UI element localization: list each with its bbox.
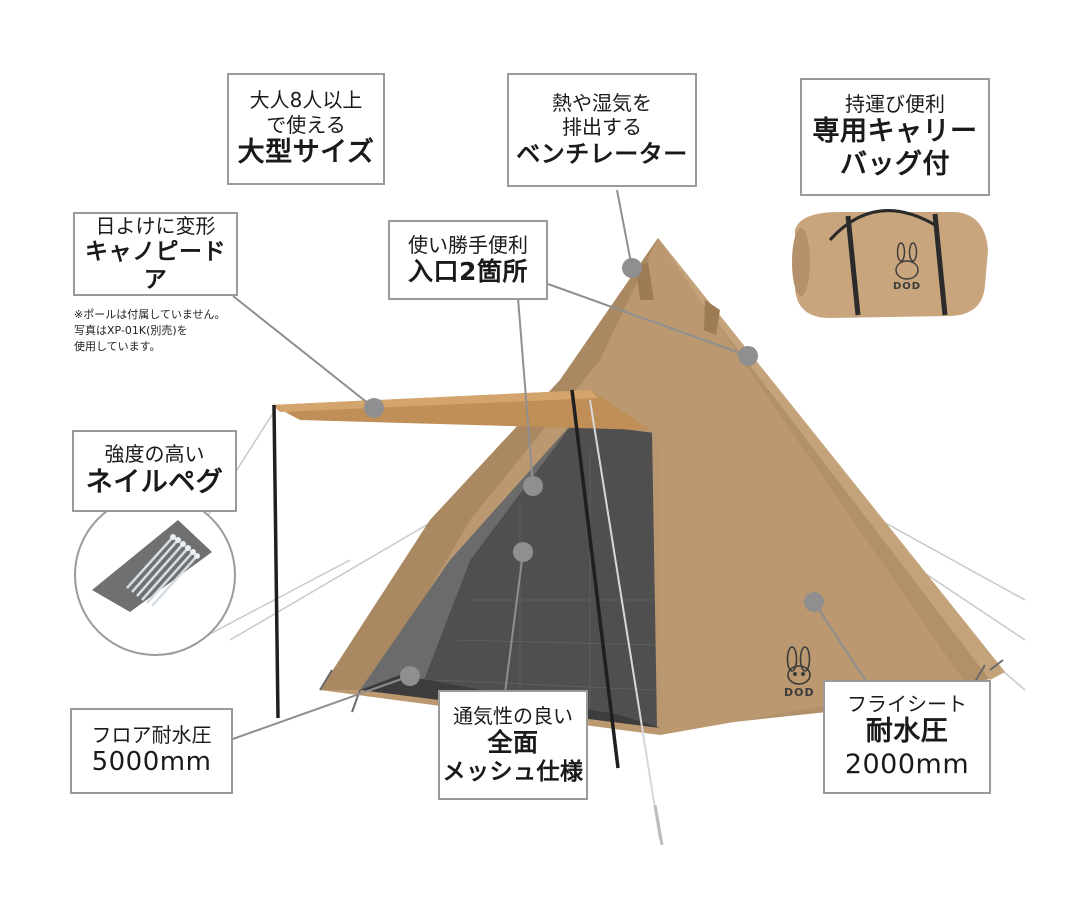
fly-line1: フライシート [847, 691, 967, 716]
canopy-line1: 日よけに変形 [95, 213, 216, 238]
canopy-awning [272, 390, 650, 430]
peg-callout: 強度の高い ネイルペグ [72, 430, 237, 512]
entrance-callout: 使い勝手便利 入口2箇所 [388, 220, 548, 300]
callout-dots [364, 258, 824, 686]
ventilator-line2: 排出する [562, 115, 642, 140]
canopy-note-line1: ※ポールは付属していません。 [74, 308, 226, 321]
canopy-pole-note: ※ポールは付属していません。 写真はXP-01K(別売)を 使用しています。 [74, 307, 274, 355]
mesh-callout: 通気性の良い 全面 メッシュ仕様 [438, 690, 588, 800]
ventilator-line1: 熱や湿気を [552, 90, 652, 115]
mesh-door [420, 420, 660, 728]
fly-line3: 2000mm [844, 749, 970, 781]
peg-line2: ネイルペグ [85, 466, 224, 498]
mesh-line1: 通気性の良い [453, 703, 573, 728]
canopy-callout: 日よけに変形 キャノピードア [73, 212, 238, 296]
carry-bag-callout: 持運び便利 専用キャリー バッグ付 [800, 78, 990, 196]
callout-pointers [229, 189, 869, 741]
large-size-callout: 大人8人以上 で使える 大型サイズ [227, 73, 385, 185]
dod-rabbit-logo-icon [786, 646, 811, 685]
fly-sheet-callout: フライシート 耐水圧 2000mm [823, 680, 991, 794]
ventilator-line3: ベンチレーター [516, 139, 688, 168]
floor-line1: フロア耐水圧 [91, 722, 212, 747]
canopy-note-line3: 使用しています。 [74, 339, 161, 353]
nail-peg-image [74, 494, 236, 656]
dod-logo-text: DOD [784, 686, 815, 699]
canopy-pole-right [570, 389, 620, 769]
large-size-line1: 大人8人以上 [249, 88, 363, 113]
canopy-pole-left [272, 404, 280, 719]
mesh-line3: メッシュ仕様 [442, 759, 584, 786]
floor-line2: 5000mm [91, 747, 212, 778]
large-size-line3: 大型サイズ [237, 136, 375, 168]
carry-bag-image [792, 209, 988, 318]
mesh-line2: 全面 [487, 727, 539, 757]
carry-bag-line2: 専用キャリー [812, 116, 978, 148]
entrance-line2: 入口2箇所 [408, 256, 528, 286]
dod-bag-logo-text: DOD [893, 281, 922, 292]
entrance-line1: 使い勝手便利 [408, 232, 528, 257]
carry-bag-line3: バッグ付 [840, 149, 950, 181]
large-size-line2: で使える [266, 112, 346, 137]
canopy-line2: キャノピードア [85, 239, 226, 294]
peg-line1: 強度の高い [104, 442, 205, 467]
floor-callout: フロア耐水圧 5000mm [70, 708, 233, 794]
ventilator-callout: 熱や湿気を 排出する ベンチレーター [507, 73, 697, 187]
fly-line2: 耐水圧 [865, 716, 949, 748]
carry-bag-line1: 持運び便利 [845, 91, 945, 116]
canopy-note-line2: 写真はXP-01K(別売)を [74, 323, 188, 337]
